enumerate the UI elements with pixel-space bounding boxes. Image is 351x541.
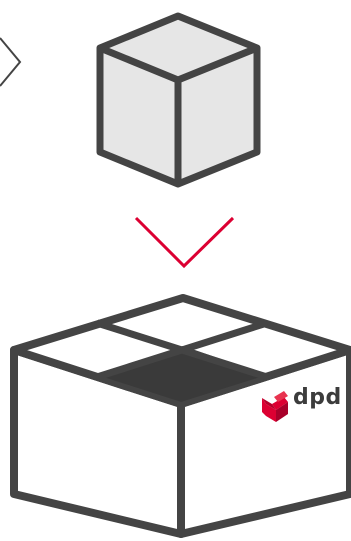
chevron-down-icon: [134, 216, 235, 269]
chevron-right-icon: [0, 37, 22, 87]
dpd-cube-logo-icon: [262, 391, 288, 422]
dpd-wordmark: dpd: [293, 385, 342, 410]
dpd-logo: dpd: [262, 385, 342, 422]
cube-icon: [96, 12, 261, 188]
open-box-icon: [10, 294, 351, 538]
